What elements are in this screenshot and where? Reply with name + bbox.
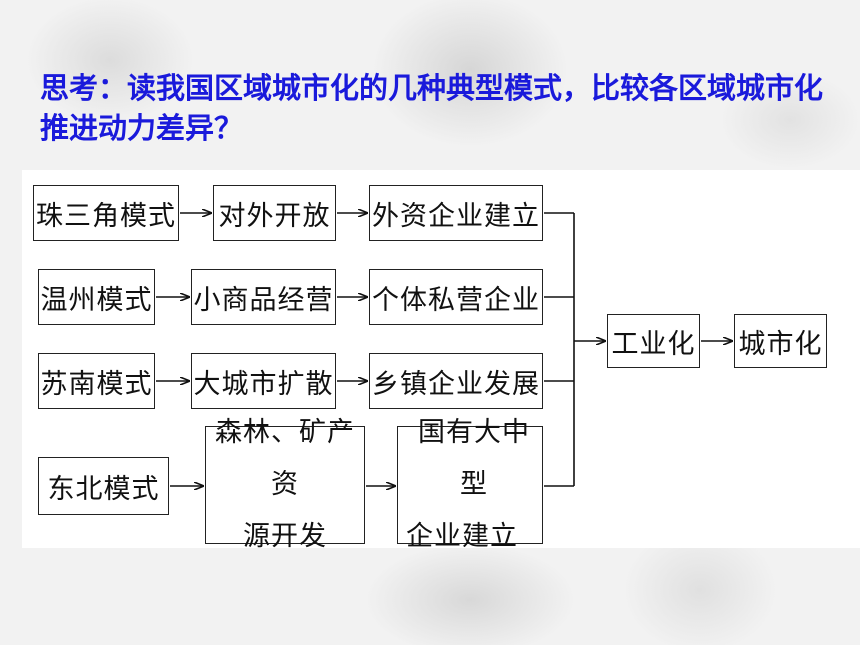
result-box-private-enterprises: 个体私营企业 — [369, 269, 543, 325]
driver-line-1: 森林、矿产资 — [215, 417, 355, 500]
model-box-wenzhou: 温州模式 — [38, 269, 155, 325]
model-box-northeast: 东北模式 — [38, 457, 169, 515]
result-box-foreign-enterprises: 外资企业建立 — [369, 185, 543, 241]
driver-box-opening-up: 对外开放 — [213, 185, 336, 241]
result-line-2: 企业建立 — [406, 521, 518, 552]
result-box-township-enterprises: 乡镇企业发展 — [369, 353, 543, 409]
driver-line-2: 源开发 — [243, 521, 327, 552]
question-text: 思考：读我国区域城市化的几种典型模式，比较各区域城市化推进动力差异？ — [40, 71, 824, 145]
industrialization-box: 工业化 — [607, 314, 700, 368]
driver-box-city-diffusion: 大城市扩散 — [191, 353, 336, 409]
model-box-pearl-river-delta: 珠三角模式 — [33, 185, 179, 241]
driver-box-resource-development: 森林、矿产资 源开发 — [205, 417, 365, 552]
result-line-1: 国有大中型 — [418, 417, 530, 500]
model-box-sunan: 苏南模式 — [38, 353, 155, 409]
result-box-state-enterprises: 国有大中型 企业建立 — [397, 417, 543, 552]
urbanization-box: 城市化 — [734, 314, 827, 368]
driver-box-small-commodities: 小商品经营 — [191, 269, 336, 325]
